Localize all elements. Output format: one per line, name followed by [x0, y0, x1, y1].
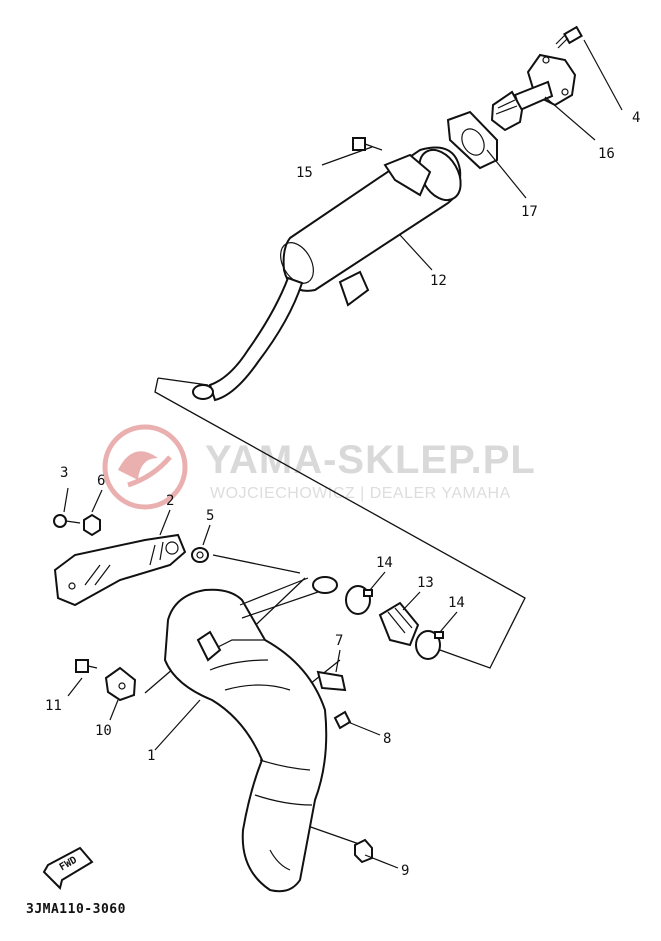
washer-5: [191, 547, 209, 563]
callouts: 4 16 17 15 12 3 6 2 5 14 13 14 7 8 9 11 …: [45, 110, 640, 879]
callout-6: 6: [97, 473, 105, 489]
forward-arrow: FWD: [42, 846, 94, 890]
callout-7: 7: [335, 633, 343, 649]
bracket-2: [53, 533, 187, 607]
diagram-code: 3JMA110-3060: [26, 902, 126, 917]
bracket-10: [104, 666, 137, 702]
callout-12: 12: [430, 273, 447, 289]
callout-8: 8: [383, 731, 391, 747]
muffler-12: [192, 146, 462, 402]
callout-4: 4: [632, 110, 640, 126]
clamp-14-upper: [345, 585, 373, 615]
callout-1: 1: [147, 748, 155, 764]
joint-13: [378, 601, 420, 647]
watermark-title: YAMA-SKLEP.PL: [205, 438, 536, 482]
joint-pipe-16: [490, 53, 577, 132]
gasket-17: [446, 110, 498, 170]
leader-lines: [63, 39, 623, 869]
callout-3: 3: [60, 465, 68, 481]
nut-6: [83, 513, 101, 537]
bolt-11: [75, 659, 98, 673]
callout-13: 13: [417, 575, 434, 591]
bolt-3: [53, 514, 81, 528]
callout-16: 16: [598, 146, 615, 162]
watermark-logo: [102, 424, 188, 510]
callout-17: 17: [521, 204, 538, 220]
bolt-8: [333, 710, 352, 730]
callout-14b: 14: [448, 595, 465, 611]
callout-14a: 14: [376, 555, 393, 571]
callout-15: 15: [296, 165, 313, 181]
bolt-4: [555, 25, 583, 49]
callout-11: 11: [45, 698, 62, 714]
bolt-15: [352, 137, 383, 151]
callout-5: 5: [206, 508, 214, 524]
damper-7: [316, 670, 347, 692]
callout-9: 9: [401, 863, 409, 879]
callout-2: 2: [166, 493, 174, 509]
nut-9: [354, 838, 373, 864]
watermark: YAMA-SKLEP.PL WOJCIECHOWICZ | DEALER YAM…: [102, 424, 536, 510]
watermark-subtitle: WOJCIECHOWICZ | DEALER YAMAHA: [210, 485, 511, 502]
clamp-14-lower: [415, 630, 444, 660]
callout-10: 10: [95, 723, 112, 739]
exhaust-pipe-1: [163, 576, 338, 893]
